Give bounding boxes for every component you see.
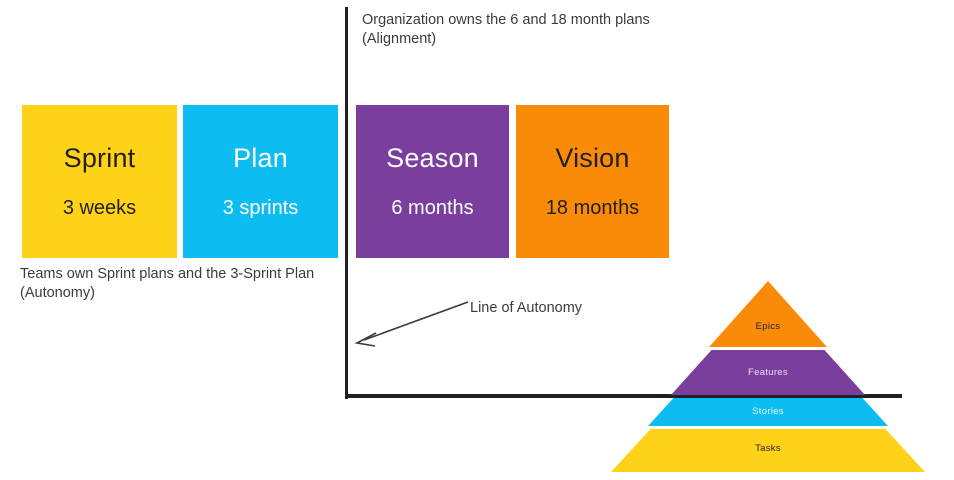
cadence-title-plan: Plan (233, 142, 288, 173)
pyramid-shape (611, 281, 925, 472)
pyramid-level-tasks (611, 429, 925, 472)
cadence-subtitle-vision: 18 months (545, 197, 640, 220)
cadence-subtitle-sprint: 3 weeks (62, 197, 137, 220)
line-of-autonomy-arrow-icon (354, 301, 469, 347)
cadence-subtitle-season: 6 months (391, 197, 474, 220)
pyramid-level-features (671, 350, 865, 395)
line-of-autonomy-label: Line of Autonomy (470, 300, 583, 316)
work-item-hierarchy-pyramid: Epics Features Stories Tasks (598, 278, 938, 476)
pyramid-level-stories (648, 398, 888, 426)
cadence-box-sprint[interactable]: Sprint 3 weeks (22, 105, 177, 258)
pyramid-level-epics (709, 281, 827, 347)
cadence-title-season: Season (386, 142, 479, 173)
vertical-divider-line (345, 7, 348, 399)
horizontal-baseline (345, 394, 902, 398)
cadence-box-plan[interactable]: Plan 3 sprints (183, 105, 338, 258)
cadence-title-sprint: Sprint (63, 142, 136, 173)
cadence-title-vision: Vision (555, 142, 630, 173)
cadence-box-vision[interactable]: Vision 18 months (516, 105, 669, 258)
cadence-box-season[interactable]: Season 6 months (356, 105, 509, 258)
alignment-caption: Organization owns the 6 and 18 month pla… (362, 12, 650, 47)
cadence-subtitle-plan: 3 sprints (222, 197, 299, 220)
autonomy-caption: Teams own Sprint plans and the 3-Sprint … (20, 266, 315, 301)
